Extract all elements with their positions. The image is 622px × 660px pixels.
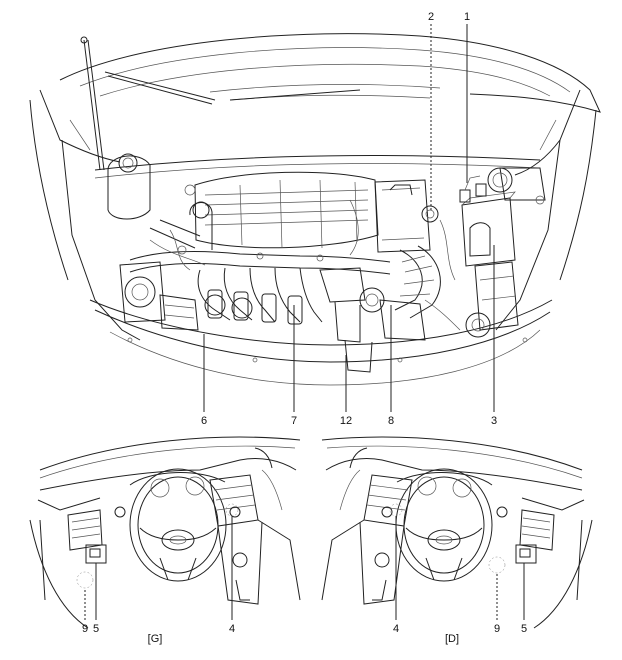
right-caption: [D] bbox=[445, 633, 459, 645]
left-callout-5: 5 bbox=[93, 623, 99, 635]
right-callout-5: 5 bbox=[521, 623, 527, 635]
dashboard-right-illustration bbox=[321, 436, 593, 629]
callout-7: 7 bbox=[291, 415, 297, 427]
right-callout-9: 9 bbox=[494, 623, 500, 635]
callout-8: 8 bbox=[388, 415, 394, 427]
dashboard-left-illustration bbox=[29, 436, 301, 629]
left-callout-4: 4 bbox=[229, 623, 235, 635]
callout-3: 3 bbox=[491, 415, 497, 427]
right-callout-4: 4 bbox=[393, 623, 399, 635]
left-callout-9: 9 bbox=[82, 623, 88, 635]
dashboard-right-leaders bbox=[395, 516, 525, 620]
left-caption: [G] bbox=[148, 633, 163, 645]
callout-12: 12 bbox=[340, 415, 352, 427]
callout-6: 6 bbox=[201, 415, 207, 427]
engine-leader-lines bbox=[203, 24, 495, 412]
dashboard-left-leaders bbox=[84, 516, 233, 620]
callout-2: 2 bbox=[428, 11, 434, 23]
engine-bay-illustration bbox=[29, 33, 601, 386]
callout-1: 1 bbox=[464, 11, 470, 23]
